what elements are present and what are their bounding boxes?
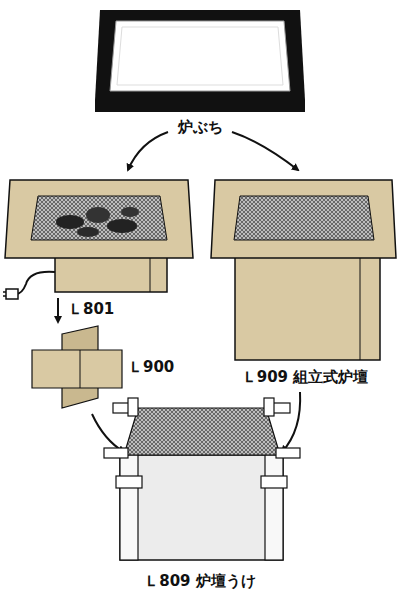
- flow-arrow: [282, 392, 300, 452]
- flow-arrow: [92, 414, 124, 452]
- hearth-frame: [95, 10, 305, 112]
- cross-divider: [32, 326, 122, 408]
- part-label: Ｌ900: [128, 358, 174, 376]
- assembled-hearth: [211, 180, 396, 360]
- flow-arrow: [232, 132, 298, 170]
- part-label: 炉ぶち: [178, 118, 223, 136]
- flow-arrow: [57, 298, 59, 322]
- flow-arrow: [128, 132, 168, 170]
- part-label: Ｌ909 組立式炉壇: [242, 368, 369, 386]
- part-label: Ｌ801: [68, 300, 114, 318]
- part-label: Ｌ809 炉壇うけ: [144, 572, 256, 590]
- electric-hearth-unit: [3, 180, 193, 299]
- hearth-stand: [104, 398, 300, 560]
